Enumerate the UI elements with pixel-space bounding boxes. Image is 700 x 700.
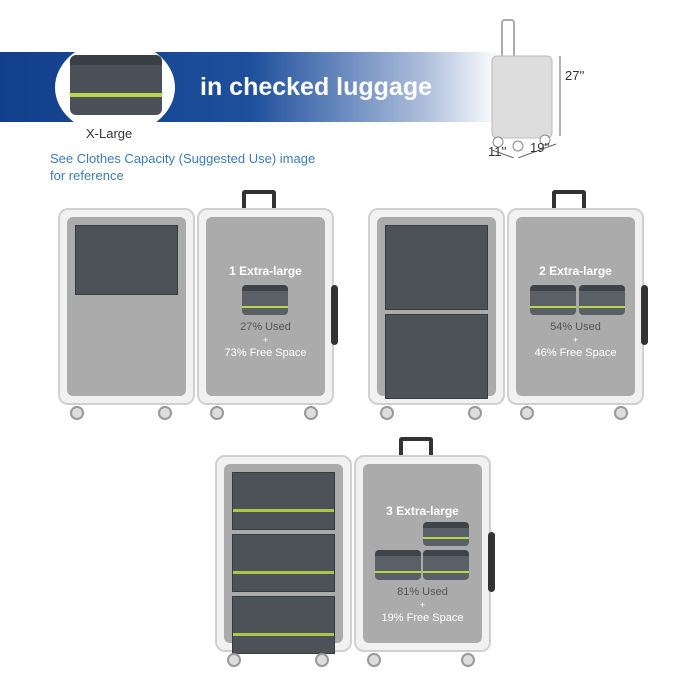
free-text: 46% Free Space: [534, 347, 617, 359]
used-text: 27% Used: [240, 321, 291, 333]
size-label: X-Large: [86, 126, 133, 141]
banner-title: in checked luggage: [200, 73, 433, 101]
packing-cube: [75, 225, 178, 295]
right-compartment: 2 Extra-large 54% Used + 46% Free Space: [507, 208, 648, 405]
case-title: 1 Extra-large: [229, 264, 302, 278]
free-text: 19% Free Space: [381, 612, 464, 624]
side-handle: [641, 285, 648, 345]
wheel: [461, 653, 475, 667]
packing-cube: [232, 534, 335, 592]
suitcase-2: 2 Extra-large 54% Used + 46% Free Space: [368, 190, 648, 420]
plus-sign: +: [419, 600, 426, 610]
cube-icon: [530, 285, 576, 315]
note-line: See Clothes Capacity (Suggested Use) ima…: [50, 151, 316, 166]
case-title: 3 Extra-large: [386, 504, 459, 518]
plus-sign: +: [572, 335, 579, 345]
case-title: 2 Extra-large: [539, 264, 612, 278]
wheel: [367, 653, 381, 667]
wheel: [158, 406, 172, 420]
reference-note: See Clothes Capacity (Suggested Use) ima…: [50, 150, 315, 184]
wheel: [380, 406, 394, 420]
free-text: 73% Free Space: [224, 347, 307, 359]
wheel: [227, 653, 241, 667]
wheel: [468, 406, 482, 420]
handle: [242, 190, 276, 210]
packing-cube-image: [70, 55, 162, 115]
wheel: [614, 406, 628, 420]
wheel: [315, 653, 329, 667]
used-text: 81% Used: [397, 586, 448, 598]
cube-icon: [579, 285, 625, 315]
depth-dimension: 11'': [488, 144, 507, 159]
plus-sign: +: [262, 335, 269, 345]
used-text: 54% Used: [550, 321, 601, 333]
side-handle: [488, 532, 495, 592]
width-dimension: 19'': [530, 140, 550, 155]
handle: [552, 190, 586, 210]
cube-icon: [242, 285, 288, 315]
left-compartment: [215, 455, 352, 654]
packing-cube: [232, 596, 335, 654]
wheel: [70, 406, 84, 420]
suitcase-1: 1 Extra-large 27% Used + 73% Free Space: [58, 190, 338, 420]
cube-icon: [423, 550, 469, 580]
height-dimension: 27'': [565, 68, 585, 83]
side-handle: [331, 285, 338, 345]
right-compartment: 3 Extra-large 81% Used + 19% Free Space: [354, 455, 495, 652]
packing-cube: [232, 472, 335, 530]
note-line: for reference: [50, 168, 124, 183]
packing-cube: [385, 314, 488, 399]
suitcase-3: 3 Extra-large 81% Used + 19% Free Space: [215, 437, 495, 667]
left-compartment: [58, 208, 195, 405]
packing-cube: [385, 225, 488, 310]
left-compartment: [368, 208, 505, 405]
handle: [399, 437, 433, 457]
wheel: [304, 406, 318, 420]
cube-icon: [423, 522, 469, 546]
luggage-dimension-icon: [491, 19, 561, 158]
wheel: [210, 406, 224, 420]
wheel: [520, 406, 534, 420]
cube-icon: [375, 550, 421, 580]
right-compartment: 1 Extra-large 27% Used + 73% Free Space: [197, 208, 338, 405]
